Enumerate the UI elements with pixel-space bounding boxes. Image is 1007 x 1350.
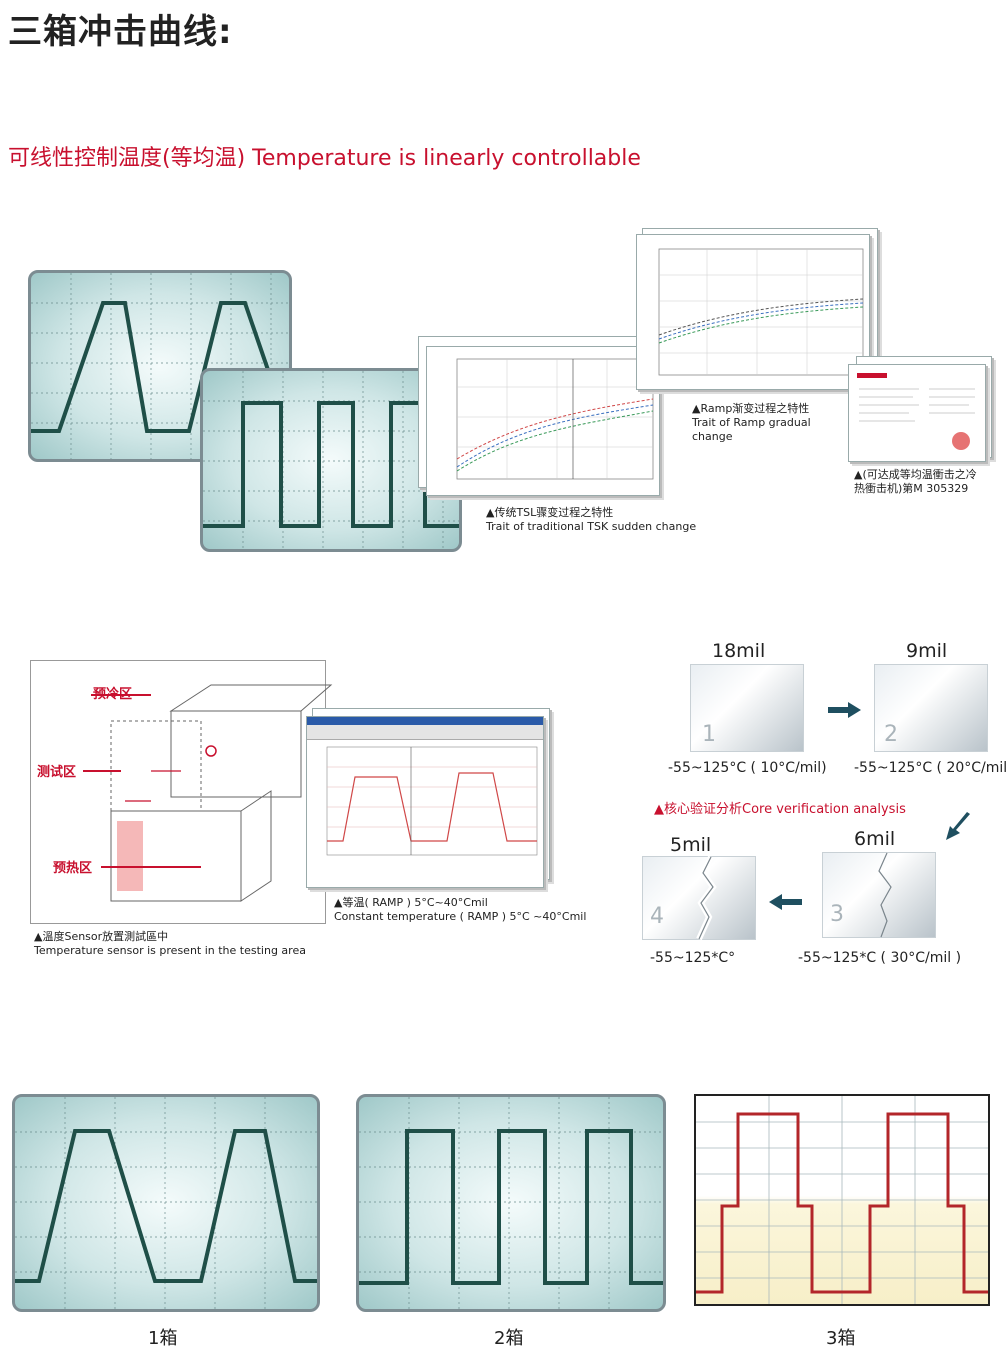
chamber-drawing [83,684,333,902]
sensor-caption-line2: Temperature sensor is present in the tes… [34,944,306,957]
tsk-caption-line1: ▲传统TSL骤变过程之特性 [486,506,614,519]
sample-2-temp: -55~125°C ( 20°C/mil [854,760,1007,776]
crack-icon [878,852,892,938]
sensor-caption: ▲溫度Sensor放置測試區中 Temperature sensor is pr… [34,930,306,958]
page-title: 三箱冲击曲线: [8,12,233,52]
sample-2-number: 2 [884,722,898,747]
chart-box3 [694,1094,990,1306]
tsk-caption-line2: Trait of traditional TSK sudden change [486,520,697,533]
sample-1-number: 1 [702,722,716,747]
sample-4-number: 4 [650,904,664,929]
scope-box2 [356,1094,666,1312]
zone-preheat-label: 预热区 [53,861,93,876]
tsk-chart-screenshot [426,346,660,496]
sample-4-mil: 5mil [670,834,712,856]
scope-box1-trace [15,1097,317,1309]
certificate-caption: ▲(可达成等均温衝击之冷 热衝击机)第M 305329 [854,468,977,496]
software-chart-lines [326,746,538,856]
chamber-diagram: 预冷区 测试区 预热区 [30,660,333,924]
arrow-down-left-icon [944,812,972,842]
box3-trace [696,1096,988,1304]
software-toolbar [307,725,543,740]
certificate-caption-line1: ▲(可达成等均温衝击之冷 [854,468,977,481]
sample-3-block [822,852,936,938]
sample-2-block [874,664,988,752]
box3-label: 3箱 [826,1328,856,1349]
ramp-chart-screenshot [636,234,870,390]
sample-2-mil: 9mil [906,640,948,662]
software-window [306,716,544,888]
scope-box1 [12,1094,320,1312]
certificate-caption-line2: 热衝击机)第M 305329 [854,482,969,495]
zone-test-label: 测试区 [37,765,77,780]
constant-caption-line1: ▲等温( RAMP ) 5°C~40°Cmil [334,896,488,909]
sensor-caption-line1: ▲溫度Sensor放置測試區中 [34,930,169,943]
sample-4-temp: -55~125*C° [650,950,736,966]
zone-precool-label: 预冷区 [93,687,133,702]
sample-1-temp: -55~125°C ( 10°C/mil) [668,760,827,776]
sample-1-block [690,664,804,752]
constant-caption-line2: Constant temperature ( RAMP ) 5°C ~40°Cm… [334,910,587,923]
scope-box2-trace [359,1097,663,1309]
ramp-caption-line1: ▲Ramp渐变过程之特性 [692,402,810,415]
tsk-caption: ▲传统TSL骤变过程之特性 Trait of traditional TSK s… [486,506,696,534]
ramp-caption: ▲Ramp渐变过程之特性 Trait of Ramp gradual chang… [692,402,811,444]
box1-label: 1箱 [148,1328,178,1349]
tsk-chart-lines [456,358,654,480]
box2-label: 2箱 [494,1328,524,1349]
sample-1-mil: 18mil [712,640,766,662]
ramp-chart-lines [658,248,864,376]
certificate-document [848,364,986,462]
ramp-caption-line2: Trait of Ramp gradual [692,416,811,429]
ramp-caption-line3: change [692,430,733,443]
sample-3-number: 3 [830,902,844,927]
arrow-left-icon [768,892,802,912]
sample-3-mil: 6mil [854,828,896,850]
core-verification-label: ▲核心验证分析Core verification analysis [654,802,906,817]
software-titlebar [307,717,543,725]
sample-4-block [642,855,756,941]
certificate-content [857,373,975,450]
arrow-right-icon [828,700,862,720]
constant-caption: ▲等温( RAMP ) 5°C~40°Cmil Constant tempera… [334,896,586,924]
scope-trapezoid-top [28,270,292,462]
crack-icon [696,855,717,941]
section-subtitle: 可线性控制温度(等均温) Temperature is linearly con… [8,146,641,171]
sample-3-temp: -55~125*C ( 30°C/mil ) [798,950,962,966]
